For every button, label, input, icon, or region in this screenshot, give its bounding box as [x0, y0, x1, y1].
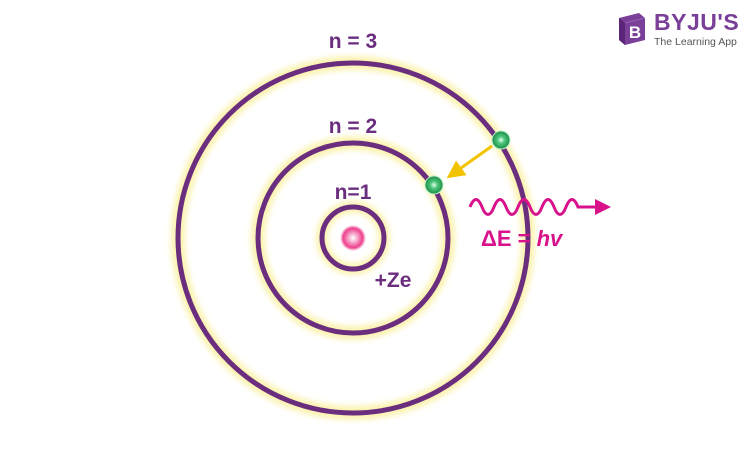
byjus-logo-icon: B	[619, 13, 646, 45]
electron-n3	[491, 130, 511, 150]
photon-energy-var: hv	[537, 226, 564, 251]
photon-wave	[468, 198, 597, 216]
byjus-logo: B BYJU'S The Learning App	[617, 9, 739, 49]
orbit-n2	[255, 140, 451, 336]
photon-energy-prefix: ΔE =	[481, 226, 537, 251]
byjus-logo-letter: B	[629, 23, 641, 42]
transition-arrow	[446, 144, 493, 179]
brand-tagline: The Learning App	[654, 35, 737, 48]
orbit-n3	[175, 60, 531, 416]
orbit-label-n2: n = 2	[329, 115, 377, 138]
photon-energy-label: ΔE = hv	[481, 226, 564, 251]
orbit-n1	[319, 204, 387, 272]
nucleus-charge-label: +Ze	[375, 269, 412, 292]
orbit-label-n3: n = 3	[329, 30, 377, 53]
photon-arrowhead	[595, 199, 611, 215]
orbit-label-n1: n=1	[335, 181, 372, 204]
brand-name: BYJU'S	[654, 8, 740, 35]
nucleus	[340, 225, 366, 251]
electron-n2	[424, 175, 444, 195]
